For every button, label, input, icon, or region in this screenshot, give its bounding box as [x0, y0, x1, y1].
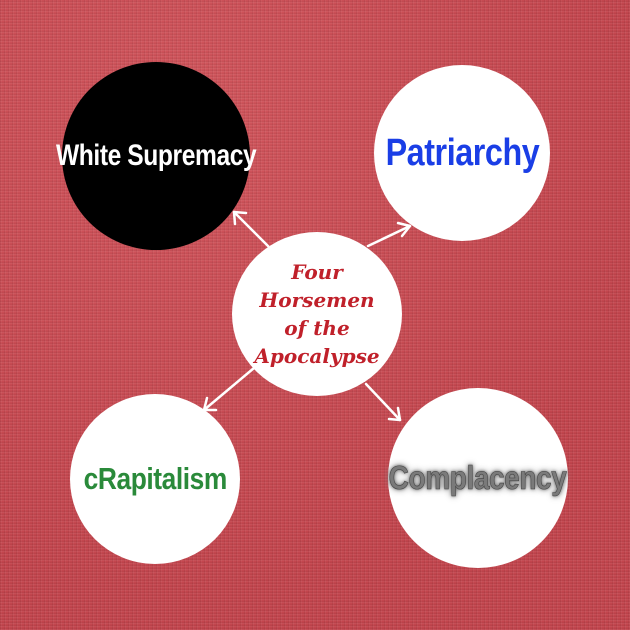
white-supremacy-label: White Supremacy: [55, 139, 257, 172]
white-supremacy-node: White Supremacy: [56, 62, 257, 250]
center-label: Four Horsemen of the Apocalypse: [254, 260, 380, 368]
center-node: Four Horsemen of the Apocalypse: [232, 232, 402, 396]
arrow-to-patriarchy: [366, 221, 412, 248]
arrow-to-complacency: [364, 382, 402, 422]
arrow-to-crapitalism: [202, 366, 256, 412]
patriarchy-node: Patriarchy: [374, 65, 550, 241]
arrow-to-white-supremacy: [232, 210, 270, 248]
crapitalism-node: cRapitalism: [70, 394, 240, 564]
complacency-label: Complacency: [389, 459, 568, 497]
patriarchy-label: Patriarchy: [385, 131, 539, 174]
complacency-node: Complacency: [388, 388, 568, 568]
crapitalism-label: cRapitalism: [83, 461, 227, 496]
